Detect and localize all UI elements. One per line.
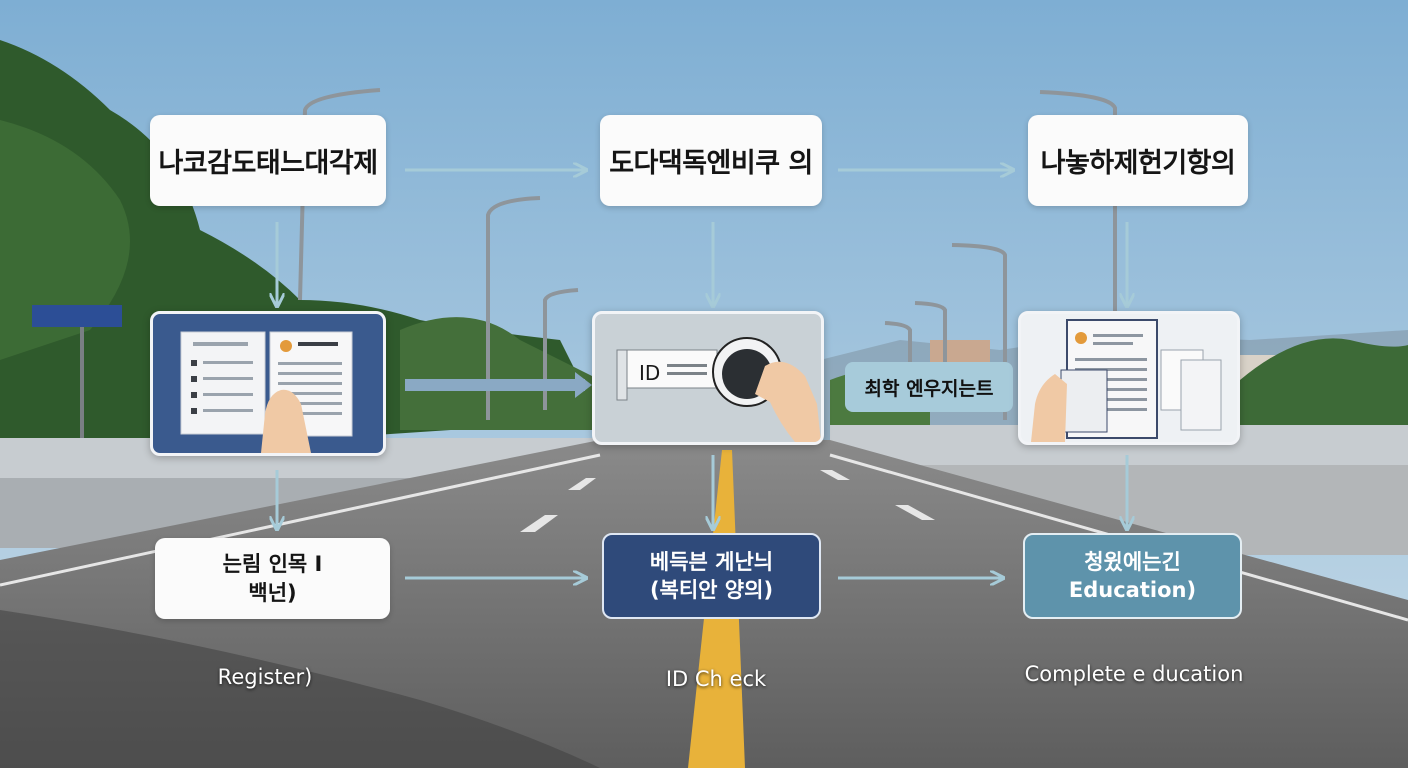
caption-id-check: ID Ch eck <box>665 667 767 691</box>
step-label-line-1: 베득븐 게난늬 <box>649 549 774 574</box>
id-card-icon: ID <box>616 349 718 401</box>
step-label: 도다댁독엔비쿠 의 <box>609 148 813 179</box>
step-label-line-2: 백넌) <box>248 580 297 605</box>
step-box-top-left: 나코감도태느대각제 <box>150 115 386 206</box>
step-box-bottom-left: 는림 인목 I 백넌) <box>155 538 390 619</box>
caption-complete-education: Complete e ducation <box>1024 662 1244 686</box>
register-illustration-panel <box>150 311 386 456</box>
step-box-bottom-middle: 베득븐 게난늬 (복티안 양의) <box>602 533 821 619</box>
step-box-top-right: 나놓하제헌기항의 <box>1028 115 1248 206</box>
checklist-document-icon <box>180 331 353 453</box>
step-box-top-middle: 도다댁독엔비쿠 의 <box>600 115 822 206</box>
resume-document-icon <box>1031 319 1222 442</box>
id-check-illustration-panel: ID <box>592 311 824 445</box>
side-step-tag: 최학 엔우지는트 <box>845 362 1013 412</box>
caption-register: Register) <box>217 665 313 689</box>
step-label: 나코감도태느대각제 <box>158 148 378 179</box>
education-illustration-panel <box>1018 311 1240 445</box>
step-label-line-1: 청윘에는긴 <box>1084 549 1181 574</box>
hand-icon <box>755 361 821 442</box>
id-card-text: ID <box>639 361 660 385</box>
step-box-bottom-right: 청윘에는긴 Education) <box>1023 533 1242 619</box>
step-label: 나놓하제헌기항의 <box>1040 148 1236 179</box>
tag-label: 최학 엔우지는트 <box>864 377 994 400</box>
hand-icon <box>261 389 311 453</box>
step-label-line-2: Education) <box>1068 578 1197 602</box>
hand-icon <box>1031 374 1067 442</box>
step-label-line-2: (복티안 양의) <box>649 578 774 602</box>
step-label-line-1: 는림 인목 I <box>222 552 323 577</box>
